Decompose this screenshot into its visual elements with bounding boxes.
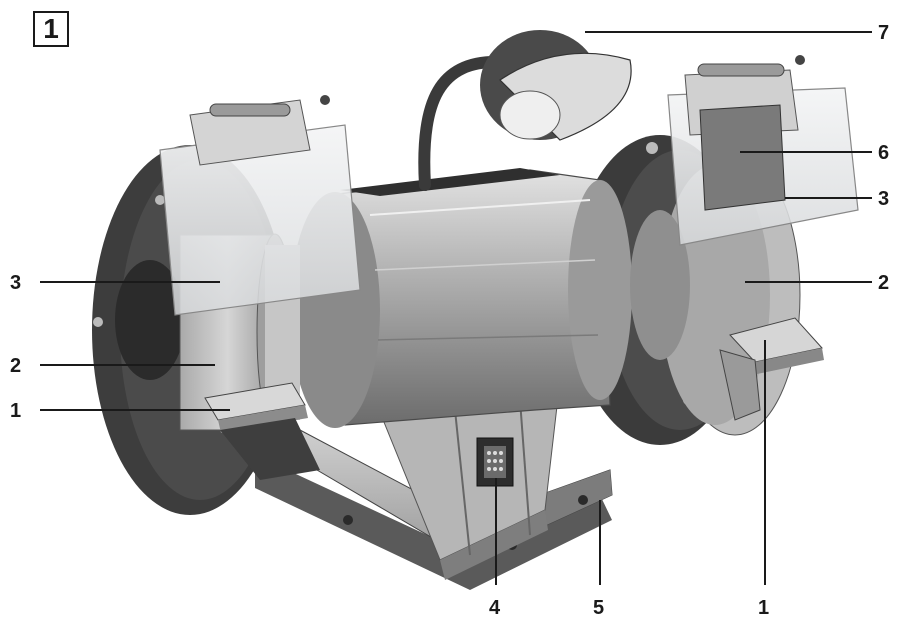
callout-2-right: 2	[878, 272, 889, 294]
spark-deflector	[699, 104, 786, 211]
callout-3-right: 3	[878, 188, 889, 210]
callout-labels: 3 2 1 4 5 1 2 3 6 7	[10, 22, 889, 619]
callout-3-left: 3	[10, 272, 21, 294]
callout-6: 6	[878, 142, 889, 164]
callout-4: 4	[489, 597, 501, 619]
callout-5: 5	[593, 597, 604, 619]
right-tool-rest	[719, 317, 824, 421]
left-eye-shield	[159, 95, 361, 316]
callout-7: 7	[878, 22, 889, 44]
callout-1-bottom: 1	[758, 597, 769, 619]
pedestal	[374, 379, 561, 580]
callout-1-left: 1	[10, 400, 21, 422]
callout-2-left: 2	[10, 355, 21, 377]
leader-lines	[40, 31, 872, 585]
work-lamp	[418, 30, 632, 191]
figure-number-box: 1	[33, 11, 69, 47]
